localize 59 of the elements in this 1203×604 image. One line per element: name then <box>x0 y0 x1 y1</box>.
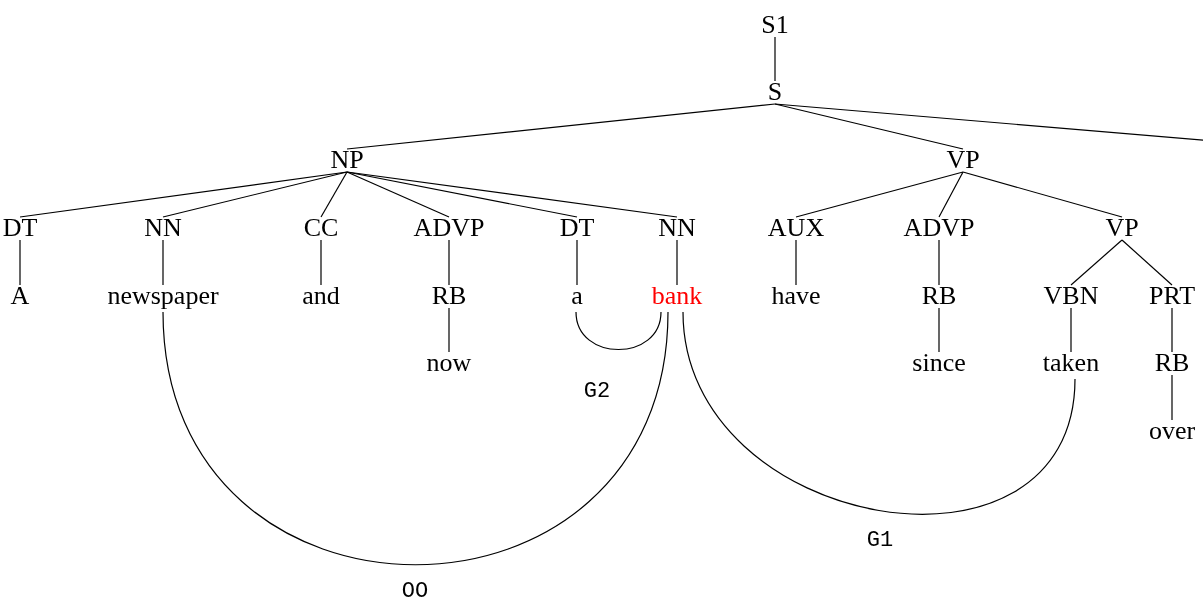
tree-label: CC <box>303 214 339 242</box>
word-label: and <box>302 282 340 310</box>
edge-label: G2 <box>583 380 611 404</box>
tree-branch <box>448 307 450 353</box>
tree-label: RB <box>1154 349 1190 377</box>
dependency-arc <box>575 311 662 351</box>
dependency-arc <box>682 311 1076 515</box>
tree-branch <box>448 239 450 286</box>
word-label: bank <box>651 282 703 310</box>
tree-branch <box>1171 307 1173 353</box>
edge-label: G1 <box>866 529 894 553</box>
tree-branch <box>1070 239 1123 286</box>
word-label: taken <box>1042 349 1100 377</box>
tree-label: DT <box>2 214 38 242</box>
word-label: a <box>571 282 583 310</box>
word-label: over <box>1148 417 1196 445</box>
tree-branch <box>676 239 678 286</box>
tree-branch <box>795 239 797 286</box>
tree-branch <box>346 171 678 218</box>
tree-branch <box>938 171 964 218</box>
tree-label: VP <box>1105 214 1139 242</box>
word-label: RB <box>921 282 957 310</box>
tree-branch <box>774 36 776 82</box>
tree-branch <box>320 171 348 218</box>
edge-label: OO <box>401 580 429 604</box>
word-label: RB <box>431 282 467 310</box>
tree-label: DT <box>559 214 595 242</box>
tree-label: AUX <box>767 214 825 242</box>
tree-branch <box>162 239 164 286</box>
word-label: now <box>426 349 472 377</box>
tree-branch <box>1070 307 1072 353</box>
tree-branch <box>346 103 776 150</box>
tree-label: ADVP <box>903 214 975 242</box>
tree-branch <box>1171 374 1173 421</box>
word-label: have <box>771 282 821 310</box>
tree-branch <box>1121 239 1173 286</box>
dependency-arc <box>162 311 669 566</box>
tree-branch <box>938 307 940 353</box>
word-label: newspaper <box>107 282 219 310</box>
tree-branch <box>962 171 1123 218</box>
tree-branch <box>19 239 21 286</box>
tree-label: ADVP <box>413 214 485 242</box>
word-label: since <box>912 349 966 377</box>
tree-label: NN <box>658 214 696 242</box>
tree-branch <box>795 171 964 218</box>
word-label: VBN <box>1043 282 1099 310</box>
tree-branch <box>576 239 578 286</box>
tree-label: NP <box>330 146 364 174</box>
word-label: A <box>10 282 30 310</box>
tree-label: S <box>767 78 783 106</box>
tree-branch <box>320 239 322 286</box>
tree-label: PRT <box>1148 282 1196 310</box>
tree-label: NN <box>144 214 182 242</box>
tree-branch <box>774 103 1203 143</box>
tree-branch <box>162 171 348 218</box>
tree-label: VP <box>946 146 980 174</box>
tree-label: S1 <box>761 11 789 39</box>
tree-branch <box>346 171 450 218</box>
tree-branch <box>938 239 940 286</box>
